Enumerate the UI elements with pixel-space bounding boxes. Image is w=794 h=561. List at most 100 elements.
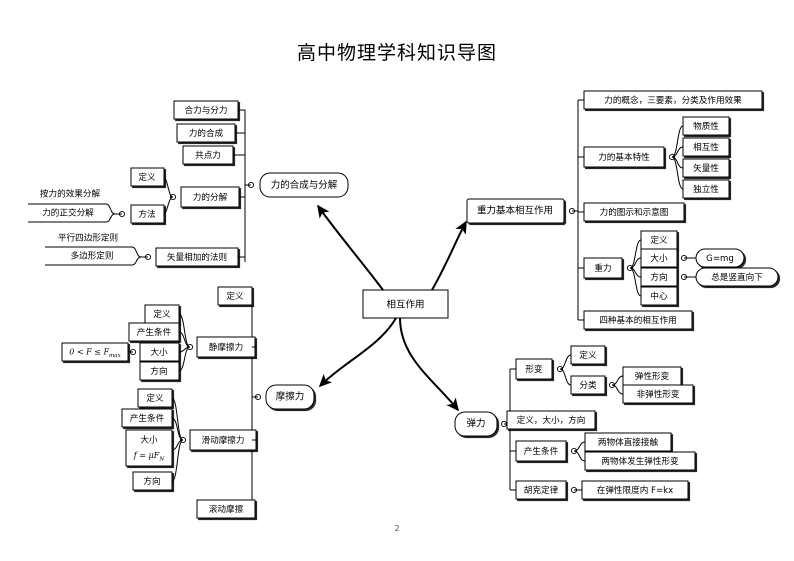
branch-friction[interactable]: 摩擦力 — [265, 384, 315, 410]
node-elastic-deformation-label: 弹性形变 — [635, 370, 670, 382]
node-gravity-definition[interactable]: 定义 — [640, 230, 678, 250]
page-title: 高中物理学科知识导图 — [296, 42, 497, 64]
node-gravity-center-label: 中心 — [650, 290, 668, 302]
arrow-to-force-composition — [317, 204, 384, 291]
node-static-friction[interactable]: 静摩擦力 — [196, 336, 256, 358]
node-decompose-by-effect-label: 按力的效果分解 — [40, 188, 101, 200]
branch-friction-label: 摩擦力 — [276, 391, 305, 403]
node-four-interactions[interactable]: 四种基本的相互作用 — [578, 310, 693, 330]
node-deformation[interactable]: 形变 — [510, 358, 553, 380]
node-independence[interactable]: 独立性 — [682, 179, 730, 199]
node-gravity-direction[interactable]: 方向 — [640, 267, 678, 287]
arrow-to-gravity-interaction — [431, 220, 467, 291]
node-materiality[interactable]: 物质性 — [682, 116, 730, 136]
node-sliding-condition[interactable]: 产生条件 — [121, 408, 173, 428]
node-sliding-magnitude-formula: f = μFN — [133, 451, 166, 462]
node-static-direction-label: 方向 — [150, 365, 167, 377]
node-force-basic-properties-label: 力的基本特性 — [598, 151, 650, 163]
node-decomposition-method-label: 方法 — [138, 208, 156, 220]
node-static-definition-label: 定义 — [153, 308, 171, 320]
curve-k1 — [171, 397, 184, 441]
curve-t2 — [611, 384, 624, 395]
curve-s2 — [178, 331, 191, 348]
node-friction-definition[interactable]: 定义 — [217, 286, 253, 306]
center-node-label: 相互作用 — [386, 299, 424, 311]
node-sliding-direction[interactable]: 方向 — [132, 471, 173, 491]
node-static-formula[interactable]: 0 < F ≤ Fmax — [61, 342, 129, 362]
node-static-definition[interactable]: 定义 — [144, 304, 180, 324]
node-inelastic-deformation-label: 非弹性形变 — [637, 388, 680, 400]
node-condition-contact-label: 两物体直接接触 — [598, 436, 659, 448]
node-gravity-definition-label: 定义 — [650, 234, 668, 246]
node-static-magnitude-label: 大小 — [150, 346, 168, 358]
node-elastic-condition-label: 产生条件 — [524, 445, 559, 457]
node-gravity-magnitude[interactable]: 大小 — [640, 248, 678, 268]
node-force-basic-properties[interactable]: 力的基本特性 — [578, 146, 665, 168]
branch-force-composition[interactable]: 力的合成与分解 — [259, 172, 349, 198]
node-sliding-condition-label: 产生条件 — [130, 412, 165, 424]
node-deformation-definition-label: 定义 — [579, 349, 597, 361]
node-condition-contact[interactable]: 两物体直接接触 — [584, 432, 672, 452]
node-inelastic-deformation[interactable]: 非弹性形变 — [622, 384, 694, 404]
node-rolling-friction[interactable]: 滚动摩擦 — [196, 499, 256, 519]
curve-bp1 — [671, 125, 684, 158]
node-hooke-formula-label: 在弹性限度内 F=kx — [597, 484, 674, 496]
arrow-to-elastic — [399, 317, 459, 412]
node-force-decomposition[interactable]: 力的分解 — [180, 186, 245, 208]
branch-elastic[interactable]: 弹力 — [454, 411, 498, 437]
node-hooke-formula[interactable]: 在弹性限度内 F=kx — [581, 480, 689, 500]
node-deformation-classification-label: 分类 — [579, 379, 597, 391]
node-gravity-formula[interactable]: G=mg — [695, 248, 745, 268]
node-elastic-basics[interactable]: 定义，大小，方向 — [506, 410, 596, 430]
node-elastic-condition[interactable]: 产生条件 — [510, 440, 567, 462]
curve-df2 — [559, 368, 572, 386]
node-concurrent-force-label: 共点力 — [195, 149, 221, 161]
node-elastic-basics-label: 定义，大小，方向 — [517, 414, 586, 426]
node-vector-nature[interactable]: 矢量性 — [682, 158, 730, 178]
node-vector-addition-rule[interactable]: 矢量相加的法则 — [155, 247, 246, 267]
node-condition-elastic-deform-label: 两物体发生弹性形变 — [601, 455, 679, 467]
node-force-diagram[interactable]: 力的图示和示意图 — [578, 202, 685, 222]
node-condition-elastic-deform[interactable]: 两物体发生弹性形变 — [584, 451, 696, 471]
node-deformation-classification[interactable]: 分类 — [570, 375, 606, 395]
node-sliding-magnitude-label: 大小 — [140, 434, 158, 446]
node-sliding-friction[interactable]: 滑动摩擦力 — [189, 429, 257, 451]
node-force-concept-label: 力的概念，三要素，分类及作用效果 — [604, 94, 742, 106]
node-decomposition-definition-label: 定义 — [138, 171, 156, 183]
node-force-synthesis[interactable]: 力的合成 — [176, 123, 245, 143]
group-outline-method-lower — [28, 213, 116, 223]
node-concurrent-force[interactable]: 共点力 — [182, 145, 245, 165]
node-hooke-law[interactable]: 胡克定律 — [510, 480, 567, 500]
node-resultant-component[interactable]: 合力与分力 — [173, 100, 246, 120]
node-decomposition-definition[interactable]: 定义 — [130, 167, 165, 187]
node-decomposition-method[interactable]: 方法 — [130, 204, 165, 224]
node-gravity-direction-label: 方向 — [650, 271, 667, 283]
node-sliding-magnitude[interactable]: 大小 f = μFN — [125, 429, 173, 467]
center-node[interactable]: 相互作用 — [362, 289, 449, 319]
branch-gravity-interaction-label: 重力基本相互作用 — [477, 205, 553, 217]
node-force-concept[interactable]: 力的概念，三要素，分类及作用效果 — [578, 90, 763, 110]
node-sliding-definition[interactable]: 定义 — [137, 388, 173, 408]
node-deformation-label: 形变 — [525, 363, 543, 375]
node-gravity-direction-value-label: 总是竖直向下 — [711, 271, 763, 283]
node-gravity-direction-value[interactable]: 总是竖直向下 — [695, 267, 779, 287]
node-static-magnitude[interactable]: 大小 — [139, 342, 180, 362]
node-static-friction-label: 静摩擦力 — [209, 341, 243, 353]
page-number: 2 — [394, 524, 400, 533]
node-deformation-definition[interactable]: 定义 — [570, 345, 606, 365]
node-vector-addition-rule-label: 矢量相加的法则 — [167, 251, 227, 263]
node-friction-definition-label: 定义 — [226, 290, 244, 302]
branch-gravity-interaction[interactable]: 重力基本相互作用 — [466, 198, 565, 224]
node-orthogonal-decomposition-label: 力的正交分解 — [42, 207, 94, 219]
node-static-direction[interactable]: 方向 — [139, 361, 180, 381]
node-sliding-friction-label: 滑动摩擦力 — [202, 434, 245, 446]
node-static-condition[interactable]: 产生条件 — [128, 322, 180, 342]
node-elastic-deformation[interactable]: 弹性形变 — [622, 366, 682, 386]
node-gravity-center[interactable]: 中心 — [640, 286, 678, 306]
curve-cd2 — [573, 450, 586, 462]
node-sliding-direction-label: 方向 — [143, 475, 160, 487]
node-mutuality[interactable]: 相互性 — [682, 137, 730, 157]
node-gravity[interactable]: 重力 — [578, 257, 623, 279]
curve-bp2 — [671, 146, 684, 158]
